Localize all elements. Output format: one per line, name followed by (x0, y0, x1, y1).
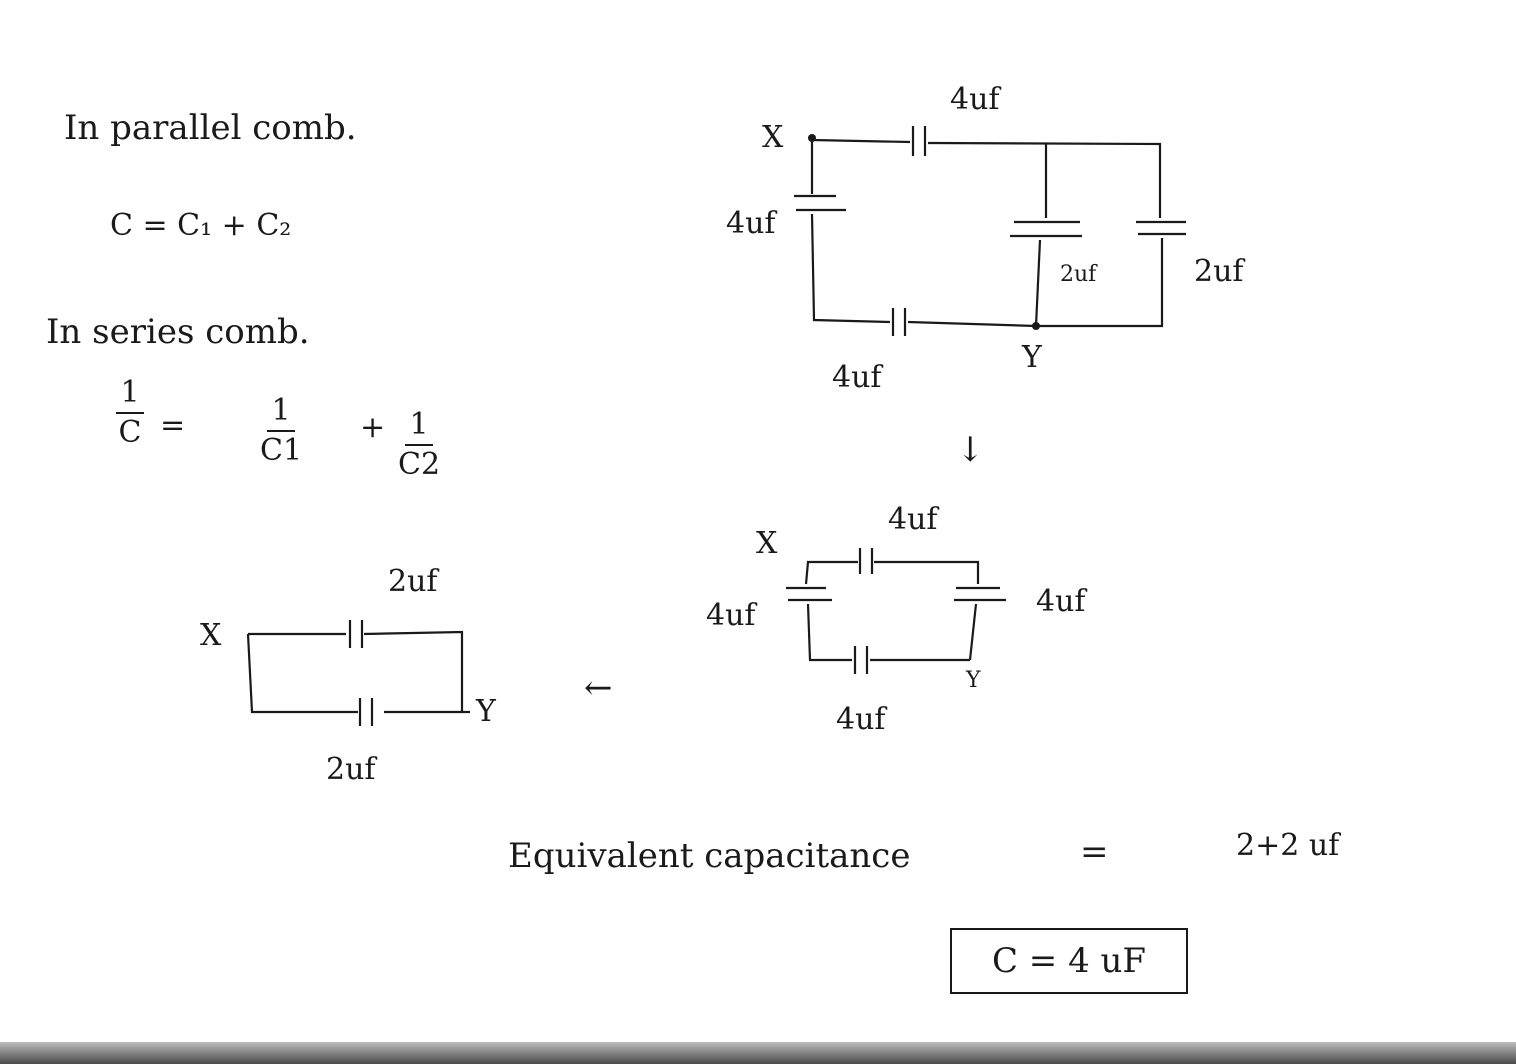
wire (927, 141, 1162, 218)
fraction-denominator: C1 (260, 433, 303, 468)
fraction-bar (405, 444, 434, 446)
wire (246, 633, 358, 714)
circuit2-cap-bottom-label: 4uf (836, 702, 886, 737)
fraction-numerator: 1 (271, 393, 291, 428)
circuit1-wires (794, 126, 1186, 336)
circuit2-node-x: X (756, 526, 778, 561)
fraction-bar (267, 430, 296, 432)
circuit1-cap-right-label: 2uf (1194, 254, 1244, 289)
fraction-numerator: 1 (409, 407, 429, 442)
page-shadow-edge (0, 1042, 1516, 1064)
parallel-heading: In parallel comb. (64, 108, 357, 148)
wire (1034, 239, 1042, 327)
series-formula-c1: 1 C1 (260, 396, 302, 466)
equivalent-capacitance-label: Equivalent capacitance (508, 836, 911, 876)
circuit2-cap-top-label: 4uf (888, 502, 938, 537)
wire (811, 138, 911, 144)
circuit3-cap-top-label: 2uf (388, 564, 438, 599)
series-heading: In series comb. (46, 312, 310, 352)
circuit3-wires (246, 620, 470, 726)
wire (363, 630, 464, 714)
down-arrow: ↓ (956, 430, 985, 470)
fraction-bar (116, 412, 144, 414)
fraction-numerator: 1 (120, 375, 140, 410)
circuit3-node-y: Y (476, 694, 496, 729)
circuit1-cap-bottom-label: 4uf (832, 360, 882, 395)
fraction-denominator: C2 (398, 447, 441, 482)
circuit2-cap-right-label: 4uf (1036, 584, 1086, 619)
wire (1036, 238, 1164, 328)
circuit2-node-y: Y (966, 668, 981, 693)
wire (804, 560, 858, 585)
circuit3-node-x: X (200, 618, 222, 653)
conclusion-expression: 2+2 uf (1236, 828, 1340, 863)
conclusion-equals: = (1080, 832, 1109, 872)
wire (806, 603, 852, 662)
circuit3-cap-bottom-label: 2uf (326, 752, 376, 787)
series-formula-c2: 1 C2 (398, 410, 440, 480)
circuit2-cap-left-label: 4uf (706, 598, 756, 633)
series-formula-lhs: 1 C (116, 378, 144, 448)
wire (874, 560, 980, 584)
wire (810, 213, 891, 324)
circuit1-node-x: X (762, 120, 784, 155)
wire (907, 320, 1037, 328)
left-arrow: ← (584, 668, 613, 708)
circuit1-cap-left-label: 4uf (726, 206, 776, 241)
parallel-formula: C = C₁ + C₂ (110, 208, 292, 243)
fraction-denominator: C (118, 415, 142, 450)
circuit1-cap-mid-label: 2uf (1060, 262, 1097, 287)
result-box: C = 4 uF (950, 928, 1188, 994)
series-equals: = (160, 408, 186, 443)
series-plus: + (360, 410, 386, 445)
circuit1-node-y: Y (1022, 340, 1042, 375)
wire (968, 603, 978, 661)
circuit1-cap-top-label: 4uf (950, 82, 1000, 117)
circuit2-wires (786, 548, 1006, 674)
